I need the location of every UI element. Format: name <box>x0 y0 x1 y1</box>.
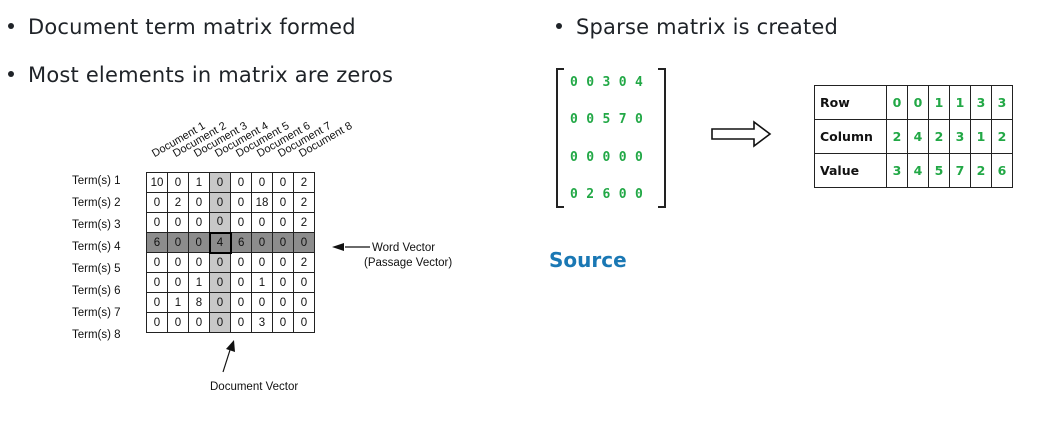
table-cell: 7 <box>949 153 971 188</box>
matrix-cell: 0 <box>293 312 315 333</box>
bullet-most-zeros: Most elements in matrix are zeros <box>8 62 393 88</box>
bullet-text: Most elements in matrix are zeros <box>28 63 394 87</box>
matrix-cell: 0 <box>272 312 294 333</box>
matrix-row: 0 0 0 0 0 <box>570 150 644 165</box>
matrix-cell: 0 <box>209 212 231 233</box>
row-header: Value <box>814 153 887 188</box>
table-cell: 1 <box>949 85 971 120</box>
row-header: Column <box>814 119 887 154</box>
annotation-arrows <box>222 243 370 373</box>
term-label: Term(s) 2 <box>72 197 121 209</box>
table-cell: 3 <box>949 119 971 154</box>
word-vector-arrow-head <box>332 243 344 251</box>
matrix-cell: 0 <box>209 192 231 213</box>
matrix-row: 0 0 5 7 0 <box>570 112 644 127</box>
table-cell: 2 <box>928 119 950 154</box>
table-cell: 3 <box>970 85 992 120</box>
bullet-text: Document term matrix formed <box>28 15 356 39</box>
table-cell: 4 <box>907 153 929 188</box>
word-vector-label: Word Vector <box>372 241 435 255</box>
term-label: Term(s) 8 <box>72 329 121 341</box>
table-cell: 1 <box>928 85 950 120</box>
bullet-dot-icon <box>556 23 562 29</box>
matrix-cell: 0 <box>272 232 294 253</box>
row-header: Row <box>814 85 887 120</box>
bullet-sparse-matrix: Sparse matrix is created <box>556 14 838 40</box>
right-bracket <box>658 68 666 208</box>
matrix-row: 0 2 6 0 0 <box>570 187 644 202</box>
term-label: Term(s) 3 <box>72 219 121 231</box>
table-cell: 6 <box>991 153 1013 188</box>
passage-vector-text: (Passage Vector) <box>364 257 453 269</box>
bullet-dot-icon <box>8 23 14 29</box>
left-bracket <box>556 68 564 208</box>
bullet-text: Sparse matrix is created <box>576 15 839 39</box>
table-cell: 3 <box>886 153 908 188</box>
table-cell: 1 <box>970 119 992 154</box>
table-cell: 2 <box>991 119 1013 154</box>
document-vector-arrow-head <box>226 340 235 352</box>
source-link[interactable]: Source <box>549 248 627 272</box>
matrix-cell: 0 <box>251 232 273 253</box>
table-cell: 4 <box>907 119 929 154</box>
table-cell: 0 <box>907 85 929 120</box>
document-vector-text: Document Vector <box>210 381 299 393</box>
table-cell: 3 <box>991 85 1013 120</box>
matrix-cell: 0 <box>209 272 231 293</box>
dense-matrix: 0 0 3 0 4 0 0 5 7 0 0 0 0 0 0 0 2 6 0 0 <box>556 68 666 208</box>
term-label: Term(s) 4 <box>72 241 121 253</box>
term-label: Term(s) 5 <box>72 263 121 275</box>
document-vector-arrow-line <box>222 349 231 373</box>
term-label: Term(s) 7 <box>72 307 121 319</box>
matrix-cell: 0 <box>167 312 189 333</box>
passage-vector-label: (Passage Vector) <box>364 256 452 270</box>
bullet-document-term-matrix: Document term matrix formed <box>8 14 356 40</box>
matrix-cell: 4 <box>208 231 232 254</box>
matrix-cell: 0 <box>209 292 231 313</box>
table-cell: 2 <box>970 153 992 188</box>
term-label: Term(s) 1 <box>72 175 121 187</box>
right-arrow-icon <box>711 120 772 148</box>
table-cell: 0 <box>886 85 908 120</box>
term-label: Term(s) 6 <box>72 285 121 297</box>
matrix-row: 0 0 3 0 4 <box>570 75 644 90</box>
matrix-cell: 0 <box>209 172 231 193</box>
table-cell: 5 <box>928 153 950 188</box>
matrix-cell: 2 <box>293 172 315 193</box>
word-vector-text: Word Vector <box>372 242 436 254</box>
matrix-cell: 0 <box>209 312 231 333</box>
table-cell: 2 <box>886 119 908 154</box>
document-vector-label: Document Vector <box>210 380 298 394</box>
bullet-dot-icon <box>8 71 14 77</box>
